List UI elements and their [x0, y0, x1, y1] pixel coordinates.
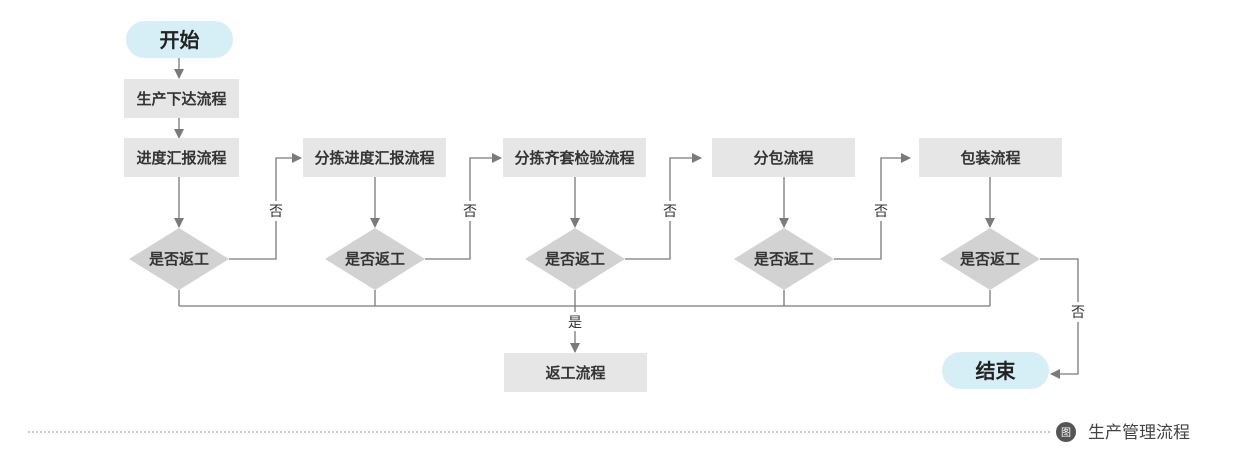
process-progress-report-label: 进度汇报流程 — [136, 149, 226, 167]
decision-5: 是否返工 — [940, 228, 1040, 290]
process-progress-report: 进度汇报流程 — [124, 138, 239, 177]
decision-5-label: 是否返工 — [959, 250, 1020, 268]
edge-labels: 否 否 否 否 否 是 — [266, 201, 1088, 331]
process-subcontract-label: 分包流程 — [753, 149, 813, 167]
process-sorting-kitting: 分拣齐套检验流程 — [503, 138, 646, 177]
decision-4-label: 是否返工 — [753, 250, 814, 268]
figure-badge-label: 图 — [1061, 427, 1071, 439]
process-packaging-label: 包装流程 — [960, 149, 1020, 167]
decision-1-label: 是否返工 — [148, 250, 209, 268]
no-label-1: 否 — [269, 204, 283, 220]
decision-3: 是否返工 — [525, 228, 625, 290]
end-label: 结束 — [976, 359, 1017, 383]
connectors — [174, 58, 1079, 379]
start-node: 开始 — [126, 21, 233, 58]
process-rework-label: 返工流程 — [545, 364, 605, 382]
figure-caption: 图 生产管理流程 — [28, 422, 1190, 443]
edge-no-1 — [229, 153, 302, 260]
yes-label: 是 — [568, 315, 582, 331]
decision-1: 是否返工 — [129, 228, 229, 290]
decision-2: 是否返工 — [325, 228, 425, 290]
no-label-4: 否 — [874, 204, 888, 220]
start-label: 开始 — [160, 28, 200, 52]
no-label-2: 否 — [463, 204, 477, 220]
caption-title: 生产管理流程 — [1088, 423, 1190, 443]
decision-4: 是否返工 — [734, 228, 834, 290]
no-label-5: 否 — [1071, 305, 1085, 321]
process-release: 生产下达流程 — [124, 79, 239, 118]
decision-2-label: 是否返工 — [344, 250, 405, 268]
figure-badge-icon — [1056, 422, 1076, 442]
process-sorting-report: 分拣进度汇报流程 — [303, 138, 446, 177]
no-label-3: 否 — [663, 204, 677, 220]
end-node: 结束 — [942, 352, 1049, 389]
decision-3-label: 是否返工 — [544, 250, 605, 268]
process-rework: 返工流程 — [504, 353, 647, 392]
process-release-label: 生产下达流程 — [136, 90, 226, 108]
process-sorting-report-label: 分拣进度汇报流程 — [314, 149, 434, 167]
process-subcontract: 分包流程 — [712, 138, 855, 177]
process-packaging: 包装流程 — [919, 138, 1062, 177]
process-sorting-kitting-label: 分拣齐套检验流程 — [514, 149, 634, 167]
